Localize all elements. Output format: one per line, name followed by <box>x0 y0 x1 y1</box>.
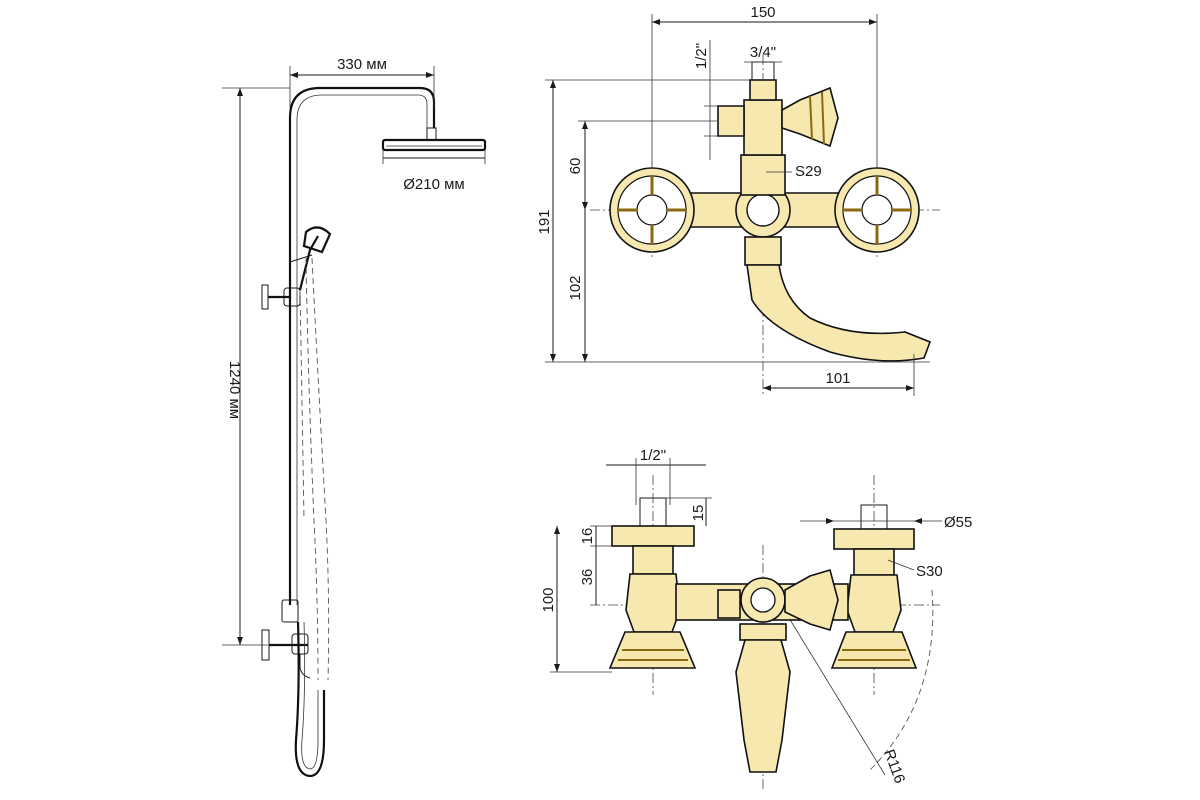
shower-outlet <box>717 105 745 137</box>
flange-diameter-label: Ø55 <box>944 514 972 531</box>
riser-tube-inner <box>296 94 428 605</box>
spout <box>746 264 932 362</box>
shower-hose <box>294 621 326 778</box>
head-diameter-label: Ø210 мм <box>403 176 465 193</box>
mixer-front-view: 150 3/4" 1/2" S29 191 60 102 101 <box>536 4 940 396</box>
inlet-thread-label: 1/2" <box>693 43 710 69</box>
diverter-body <box>281 599 299 623</box>
mixer-top-view: 1/2" 15 16 36 100 Ø55 S30 R116 <box>540 447 972 790</box>
diverter-column <box>740 154 786 196</box>
shower-head <box>381 138 487 152</box>
depth-total-label: 100 <box>540 587 557 612</box>
front-upper-height-label: 60 <box>567 158 584 175</box>
hand-shower-handle <box>298 235 319 291</box>
top-spout <box>735 639 791 773</box>
swing-radius-arc <box>869 589 934 771</box>
shower-width-label: 330 мм <box>337 56 387 73</box>
depth-a-label: 16 <box>579 528 596 545</box>
wall-bracket-top <box>261 284 269 310</box>
thread-length-label: 15 <box>690 505 707 522</box>
outlet-thread-label: 3/4" <box>750 44 776 61</box>
head-connector <box>426 127 437 141</box>
front-total-height-label: 191 <box>536 209 553 234</box>
spout-nut <box>744 236 782 266</box>
spout-reach-label: 101 <box>825 370 850 387</box>
top-nut-label: S30 <box>916 563 943 580</box>
hand-shower-head <box>302 226 332 254</box>
water-spray <box>311 257 330 681</box>
swing-radius-label: R116 <box>880 747 908 785</box>
right-flange <box>833 528 915 550</box>
depth-b-label: 36 <box>579 569 596 586</box>
riser-tube <box>288 86 436 605</box>
left-flange <box>611 525 695 547</box>
shower-column-drawing: 330 мм Ø210 мм 1240 мм <box>222 56 487 778</box>
top-inlet-label: 1/2" <box>640 447 666 464</box>
front-width-label: 150 <box>750 4 775 21</box>
column-height-label: 1240 мм <box>226 361 243 419</box>
front-lower-height-label: 102 <box>567 275 584 300</box>
front-nut-label: S29 <box>795 163 822 180</box>
